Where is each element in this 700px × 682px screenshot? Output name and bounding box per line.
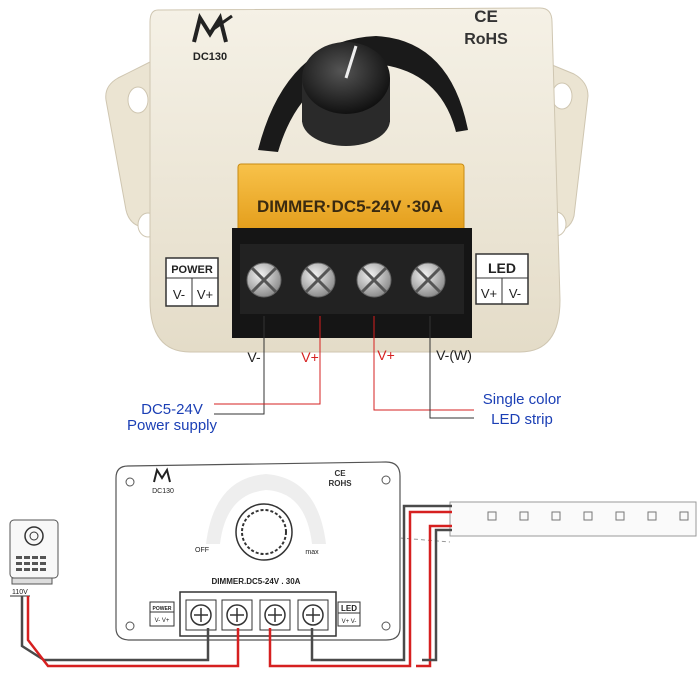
wire-led-red-2 [416,524,452,668]
screw-2[interactable] [300,262,336,298]
brand-model: DC130 [193,51,227,63]
power-supply-unit: 110V [9,519,59,597]
callout-vplus-power [214,316,321,405]
ce-mark: CE [474,7,498,26]
power-vplus: V+ [197,287,213,302]
screw-4[interactable] [410,262,446,298]
power-vminus: V- [173,287,185,302]
rating-label: DIMMER·DC5-24V ·30A [257,197,443,216]
callout-lines [214,316,474,419]
brand-logo [192,12,233,43]
schematic-dial-arc [206,474,326,544]
schematic-terminal-1[interactable] [185,599,217,631]
power-label-box: POWER V- V+ [165,257,219,307]
schematic-terminal-2[interactable] [221,599,253,631]
led-strip-line2: LED strip [491,411,553,428]
terminal-label-4: V-(W) [436,347,472,363]
dimmer-schematic: DC130 CE ROHS OFF max DIMMER.DC5-24V . 3… [115,461,401,641]
schematic-terminal-4[interactable] [297,599,329,631]
power-supply-line2: Power supply [127,417,218,434]
terminal-screws [246,262,446,298]
led-strip-body [449,501,697,537]
callout-vplus-led [373,316,474,411]
led-label-box: LED V+ V- [475,253,529,305]
schematic-led-pins: V+ V- [342,619,357,625]
rohs-mark: RoHS [464,31,508,48]
wire-psu-red [26,596,240,668]
screw-1[interactable] [246,262,282,298]
schematic-rating: DIMMER.DC5-24V . 30A [212,577,301,586]
power-label: POWER [171,264,213,276]
led-label: LED [488,260,516,276]
wire-led-dark [310,504,452,662]
terminal-label-3: V+ [377,347,395,363]
led-strip-line1: Single color [483,391,561,408]
callout-vminus-led [429,316,474,419]
power-supply-line1: DC5-24V [141,401,203,418]
schematic-brand-model: DC130 [152,488,174,495]
terminal-label-1: V- [247,349,261,365]
led-strip [399,501,697,543]
schematic-knob[interactable] [235,503,293,561]
screw-3[interactable] [356,262,392,298]
terminal-label-2: V+ [301,349,319,365]
psu-voltage-label: 110V [12,589,28,596]
callout-vminus [214,316,265,415]
schematic-wires [20,504,452,668]
wire-led-dark-2 [422,528,452,662]
led-vplus: V+ [481,286,497,301]
schematic-led-label: LED [341,604,357,613]
schematic-led-box [337,601,361,627]
led-vminus: V- [509,286,521,301]
schematic-terminal-3[interactable] [259,599,291,631]
mount-ear-left [105,61,151,229]
schematic-power-box [149,601,175,627]
schematic-max-label: max [305,549,319,556]
dimmer-knob[interactable] [302,42,390,146]
schematic-off-label: OFF [195,547,209,554]
schematic-power-label: POWER [153,606,172,612]
dimmer-photo: DC130 CE RoHS OFF max DIMMER·DC5-24V ·30… [105,7,589,353]
schematic-ce: CE [334,469,346,478]
schematic-power-pins: V- V+ [155,618,170,624]
schematic-rohs: ROHS [328,479,352,488]
wire-led-red [268,510,452,668]
